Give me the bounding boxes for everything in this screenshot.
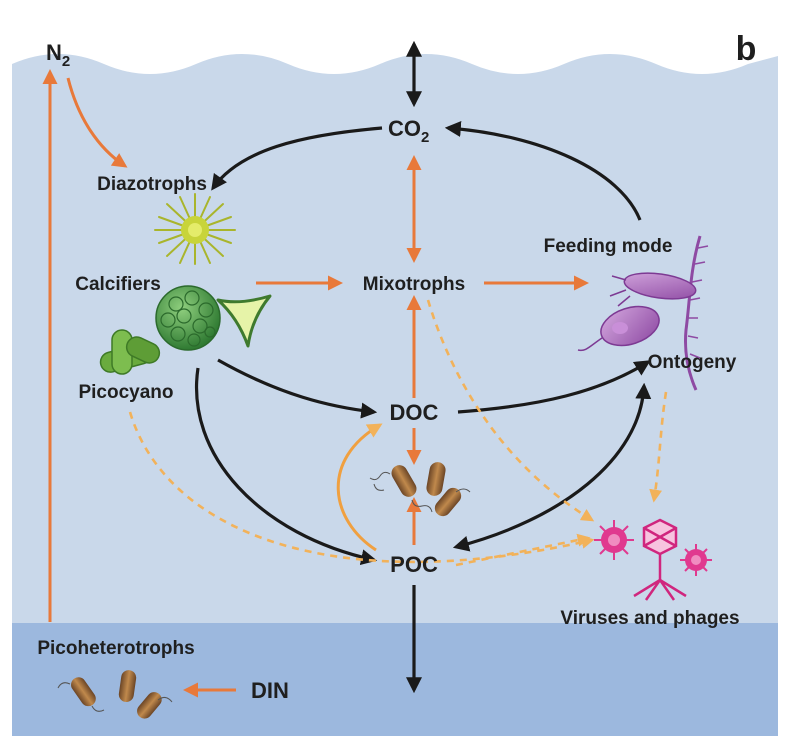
arrow-calcifiers-to-doc <box>217 358 378 419</box>
co2-subscript: 2 <box>421 129 429 146</box>
orange-arrows <box>42 69 589 698</box>
deep-water-layer <box>12 623 778 736</box>
n2-label: N2 <box>46 40 70 70</box>
n2-main: N <box>46 40 62 65</box>
viruses-label: Viruses and phages <box>560 608 739 629</box>
picocyano-label: Picocyano <box>78 382 173 403</box>
arrow-calcifiers-to-poc <box>195 367 378 566</box>
black-arrows <box>195 40 652 694</box>
calcifiers-label: Calcifiers <box>75 274 161 295</box>
ontogeny-label: Ontogeny <box>648 352 737 373</box>
feeding-mode-label: Feeding mode <box>544 236 673 257</box>
panel-label: b <box>736 30 757 68</box>
calcifier-diatom-icon <box>216 294 272 348</box>
poc-label: POC <box>390 552 438 577</box>
bacteria-cluster-icon <box>369 462 471 517</box>
arrow-feeding-to-co2 <box>444 120 642 221</box>
picoheterotrophs-label: Picoheterotrophs <box>37 638 194 659</box>
co2-label: CO2 <box>388 116 429 146</box>
mixotroph-protist-icon <box>577 305 660 352</box>
virus-icons <box>594 518 712 601</box>
din-label: DIN <box>251 678 289 703</box>
arrow-co2-to-diazotrophs <box>211 126 383 191</box>
calcifier-coccolithophore-icon <box>155 285 221 351</box>
co2-main: CO <box>388 116 421 141</box>
picoheterotroph-bacteria-icon <box>57 670 173 719</box>
dashed-ontogeny-to-viruses <box>649 391 668 503</box>
dashed-picocyano-to-viruses <box>128 411 595 564</box>
arrow-poc-ontogeny <box>452 382 652 552</box>
mixotroph-copepod-icon <box>609 235 709 391</box>
dashed-arrows <box>128 299 668 567</box>
mixotrophs-label: Mixotrophs <box>363 274 465 295</box>
virus-left-icon <box>594 520 634 560</box>
dashed-poc-to-viruses <box>455 533 591 567</box>
arrow-poc-to-doc-recycle <box>336 423 383 552</box>
phage-icon <box>633 518 687 601</box>
diazotroph-icon <box>154 193 236 265</box>
picocyano-icon <box>99 329 161 375</box>
diazotrophs-label: Diazotrophs <box>97 174 207 195</box>
virus-right-icon <box>680 544 712 576</box>
n2-subscript: 2 <box>62 53 70 70</box>
doc-label: DOC <box>390 400 439 425</box>
arrow-n2-to-diazotrophs <box>66 77 128 168</box>
